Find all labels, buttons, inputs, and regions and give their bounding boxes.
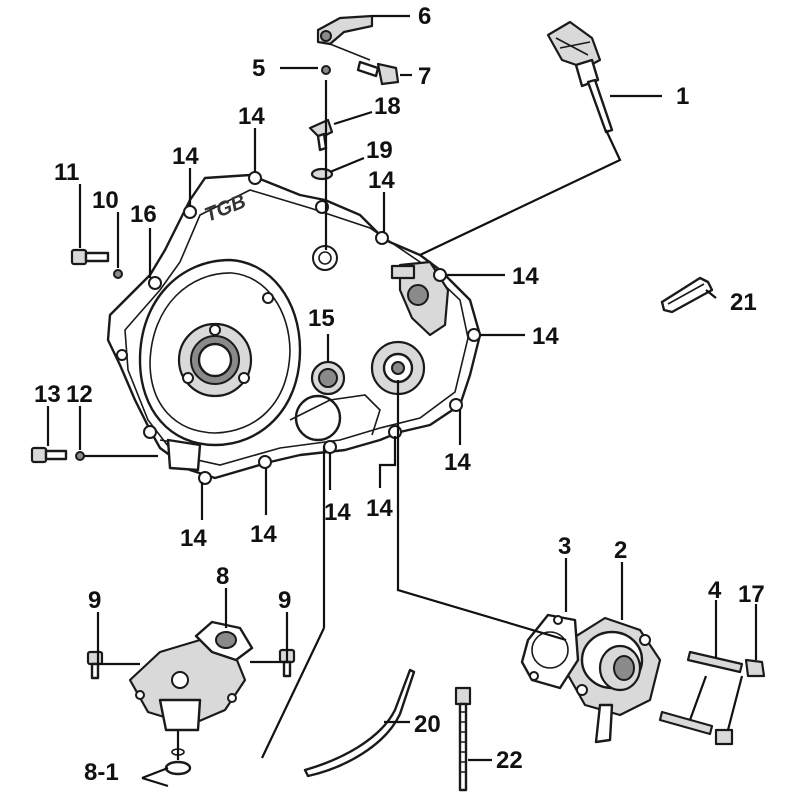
- label-part-18: 18: [374, 93, 401, 120]
- washer-part-12: [75, 451, 85, 461]
- pin-part-21: [660, 276, 714, 314]
- washer-part-5: [321, 65, 331, 75]
- pump-cover-part-8: [128, 620, 254, 732]
- label-part-14-right: 14: [532, 323, 559, 350]
- label-part-21: 21: [730, 289, 757, 316]
- label-part-14-bottom-b: 14: [324, 499, 351, 526]
- label-part-14-bottom-c: 14: [250, 521, 277, 548]
- bolt-part-7: [356, 60, 400, 86]
- callout-labels: 1 2 3 4 5 6 7 8 8-1 9 9 10 11 12 13 14 1…: [34, 3, 765, 786]
- washer-part-10: [113, 269, 123, 279]
- label-part-14-upper-left: 14: [172, 143, 199, 170]
- oring-part-19: [310, 167, 334, 181]
- bracket-part-6: [316, 14, 374, 61]
- label-part-8-1: 8-1: [84, 759, 119, 786]
- pump-housing-part-2: [566, 616, 662, 744]
- label-part-4: 4: [708, 577, 722, 604]
- bolt-part-11: [70, 248, 110, 266]
- label-part-13: 13: [34, 381, 61, 408]
- cable-tie-part-22: [454, 686, 472, 792]
- perimeter-bolt-bosses: [116, 171, 481, 485]
- label-part-11: 11: [54, 159, 79, 186]
- leader-lines: [46, 14, 758, 788]
- label-part-20: 20: [414, 711, 441, 738]
- label-part-9-left: 9: [88, 587, 101, 614]
- label-part-5: 5: [252, 55, 265, 82]
- label-part-10: 10: [92, 187, 119, 214]
- label-part-19: 19: [366, 137, 393, 164]
- label-part-22: 22: [496, 747, 523, 774]
- label-part-14-top: 14: [238, 103, 265, 130]
- crankcase-cover: TGB: [106, 171, 482, 485]
- label-part-14-bottom-a: 14: [366, 495, 393, 522]
- bolt-part-13: [30, 446, 68, 464]
- label-part-16: 16: [130, 201, 157, 228]
- label-part-17: 17: [738, 581, 765, 608]
- label-part-14-bottom-d: 14: [180, 525, 207, 552]
- label-part-14-lower-right: 14: [444, 449, 471, 476]
- oring-part-8-1: [164, 760, 192, 776]
- stud-part-4: [658, 650, 744, 736]
- plug-part-18: [308, 118, 334, 152]
- label-part-2: 2: [614, 537, 627, 564]
- dipstick-part-1: [546, 20, 614, 134]
- label-part-6: 6: [418, 3, 431, 30]
- label-part-12: 12: [66, 381, 93, 408]
- label-part-7: 7: [418, 63, 431, 90]
- label-part-14-upper-right: 14: [368, 167, 395, 194]
- label-part-8: 8: [216, 563, 229, 590]
- gasket-part-3: [520, 613, 580, 690]
- label-part-1: 1: [676, 83, 689, 110]
- label-part-14-right-upper: 14: [512, 263, 539, 290]
- label-part-9-right: 9: [278, 587, 291, 614]
- label-part-3: 3: [558, 533, 571, 560]
- label-part-15: 15: [308, 305, 335, 332]
- nut-part-17: [714, 658, 766, 746]
